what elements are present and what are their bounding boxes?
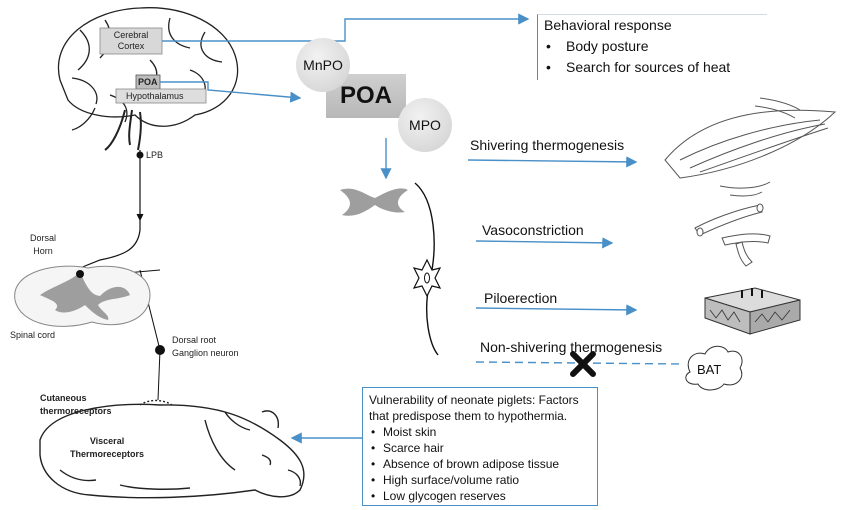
cortex-arrow	[162, 13, 530, 42]
vasoconstriction-label: Vasoconstriction	[482, 222, 584, 238]
spinal-cord-label: Spinal cord	[10, 330, 56, 340]
dorsal-horn-label: Dorsal Horn	[30, 233, 57, 256]
mnpo-label: MnPO	[303, 57, 343, 73]
ganglion-node	[155, 345, 165, 355]
bat-cloud	[685, 345, 743, 391]
vasoconstriction-arrow	[475, 237, 614, 249]
mnpo-circle: MnPO	[296, 38, 350, 92]
mpo-label: MPO	[409, 117, 441, 133]
piloerection-label: Piloerection	[484, 290, 558, 306]
shivering-arrow	[467, 156, 638, 168]
vulnerability-box: Vulnerability of neonate piglets: Factor…	[362, 387, 598, 506]
shivering-label: Shivering thermogenesis	[470, 137, 625, 153]
piglet-illustration	[39, 399, 305, 499]
piloerection-arrow	[475, 304, 638, 316]
list-item: Search for sources of heat	[546, 57, 767, 78]
lpb-label: LPB	[146, 150, 164, 160]
vulnerability-list: Moist skin Scarce hair Absence of brown …	[369, 424, 591, 504]
spinal-cord-illustration	[14, 265, 151, 327]
list-item: High surface/volume ratio	[371, 472, 591, 488]
mpo-circle: MPO	[398, 98, 452, 152]
spinal-section-shape	[340, 188, 408, 216]
spinal-path	[79, 150, 141, 269]
poa-small-label: POA	[138, 77, 158, 87]
visceral-label: Visceral Thermoreceptors	[70, 436, 145, 459]
list-item: Scarce hair	[371, 440, 591, 456]
hypothalamus-box	[115, 88, 207, 104]
ganglion-star	[412, 258, 442, 298]
list-item: Body posture	[546, 36, 767, 57]
muscle-illustration	[664, 97, 837, 197]
dorsal-root-label: Dorsal root Ganglion neuron	[172, 335, 239, 358]
nonshivering-label: Non-shivering thermogenesis	[480, 339, 663, 355]
list-item: Absence of brown adipose tissue	[371, 456, 591, 472]
poa-label: POA	[339, 82, 392, 109]
lpb-node	[136, 151, 144, 159]
blocked-x-icon	[570, 351, 596, 377]
bat-label: BAT	[697, 362, 722, 377]
vessel-illustration	[694, 203, 771, 267]
root-line-2	[157, 349, 161, 401]
nonshivering-dashed-line	[475, 361, 683, 365]
hypothalamus-label: Hypothalamus	[126, 91, 184, 101]
brain-illustration	[57, 7, 239, 151]
relay-marker	[136, 213, 144, 222]
behavioral-list: Body posture Search for sources of heat	[544, 36, 767, 78]
behavioral-response-box: Behavioral response Body posture Search …	[537, 14, 767, 80]
vulnerability-title: Vulnerability of neonate piglets: Factor…	[369, 393, 579, 423]
cutaneous-label: Cutaneous thermoreceptors	[40, 393, 112, 416]
cerebral-cortex-label: Cerebral Cortex	[113, 30, 149, 51]
behavioral-title: Behavioral response	[544, 17, 672, 33]
hypothalamus-arrow	[160, 81, 302, 103]
skin-illustration	[704, 287, 801, 335]
list-item: Moist skin	[371, 424, 591, 440]
list-item: Low glycogen reserves	[371, 488, 591, 504]
